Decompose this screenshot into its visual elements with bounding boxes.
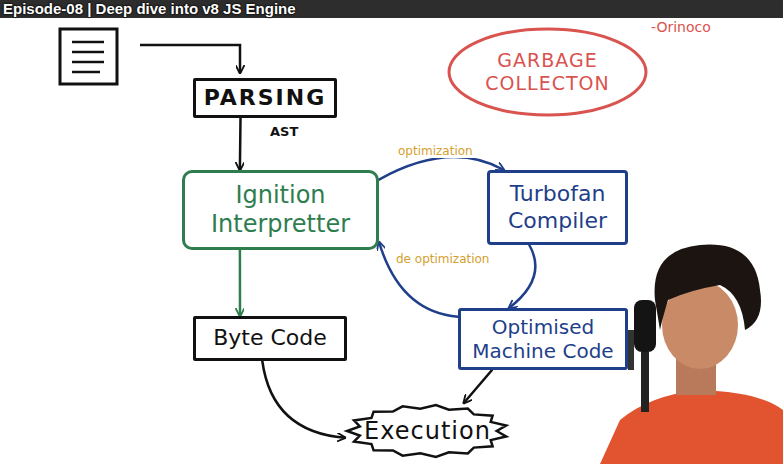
flow-arrow xyxy=(464,370,492,403)
process-box: PARSING xyxy=(193,78,337,118)
document-icon xyxy=(60,29,117,84)
flow-arrow xyxy=(379,157,504,180)
node-text: Turbofan Compiler xyxy=(496,181,619,234)
flow-arrow xyxy=(262,361,345,438)
execution-burst: Execution xyxy=(345,403,510,459)
node-text: GARBAGE COLLECTON xyxy=(481,49,614,95)
node-text: Ignition Interpretter xyxy=(191,181,370,239)
machine-code-box: Optimised Machine Code xyxy=(458,308,628,370)
bytecode-box: Byte Code xyxy=(193,316,347,361)
garbage-collection-ellipse: GARBAGE COLLECTON xyxy=(447,27,648,117)
flow-arrow xyxy=(239,118,242,170)
note-label: -Orinoco xyxy=(651,19,711,36)
compiler-box: Turbofan Compiler xyxy=(487,170,628,245)
input-arrow xyxy=(140,45,240,73)
edge-label: AST xyxy=(268,124,300,140)
edge-label: optimization xyxy=(396,144,475,158)
node-text: Optimised Machine Code xyxy=(465,315,621,363)
node-text: PARSING xyxy=(204,85,327,111)
node-text: Execution xyxy=(364,417,491,446)
node-text: Byte Code xyxy=(213,325,327,351)
flow-arrow xyxy=(509,245,535,308)
video-title: Episode-08 | Deep dive into v8 JS Engine xyxy=(3,0,296,18)
interpreter-box: Ignition Interpretter xyxy=(182,170,379,250)
flow-arrow xyxy=(239,250,242,316)
edge-label: de optimization xyxy=(394,252,491,266)
